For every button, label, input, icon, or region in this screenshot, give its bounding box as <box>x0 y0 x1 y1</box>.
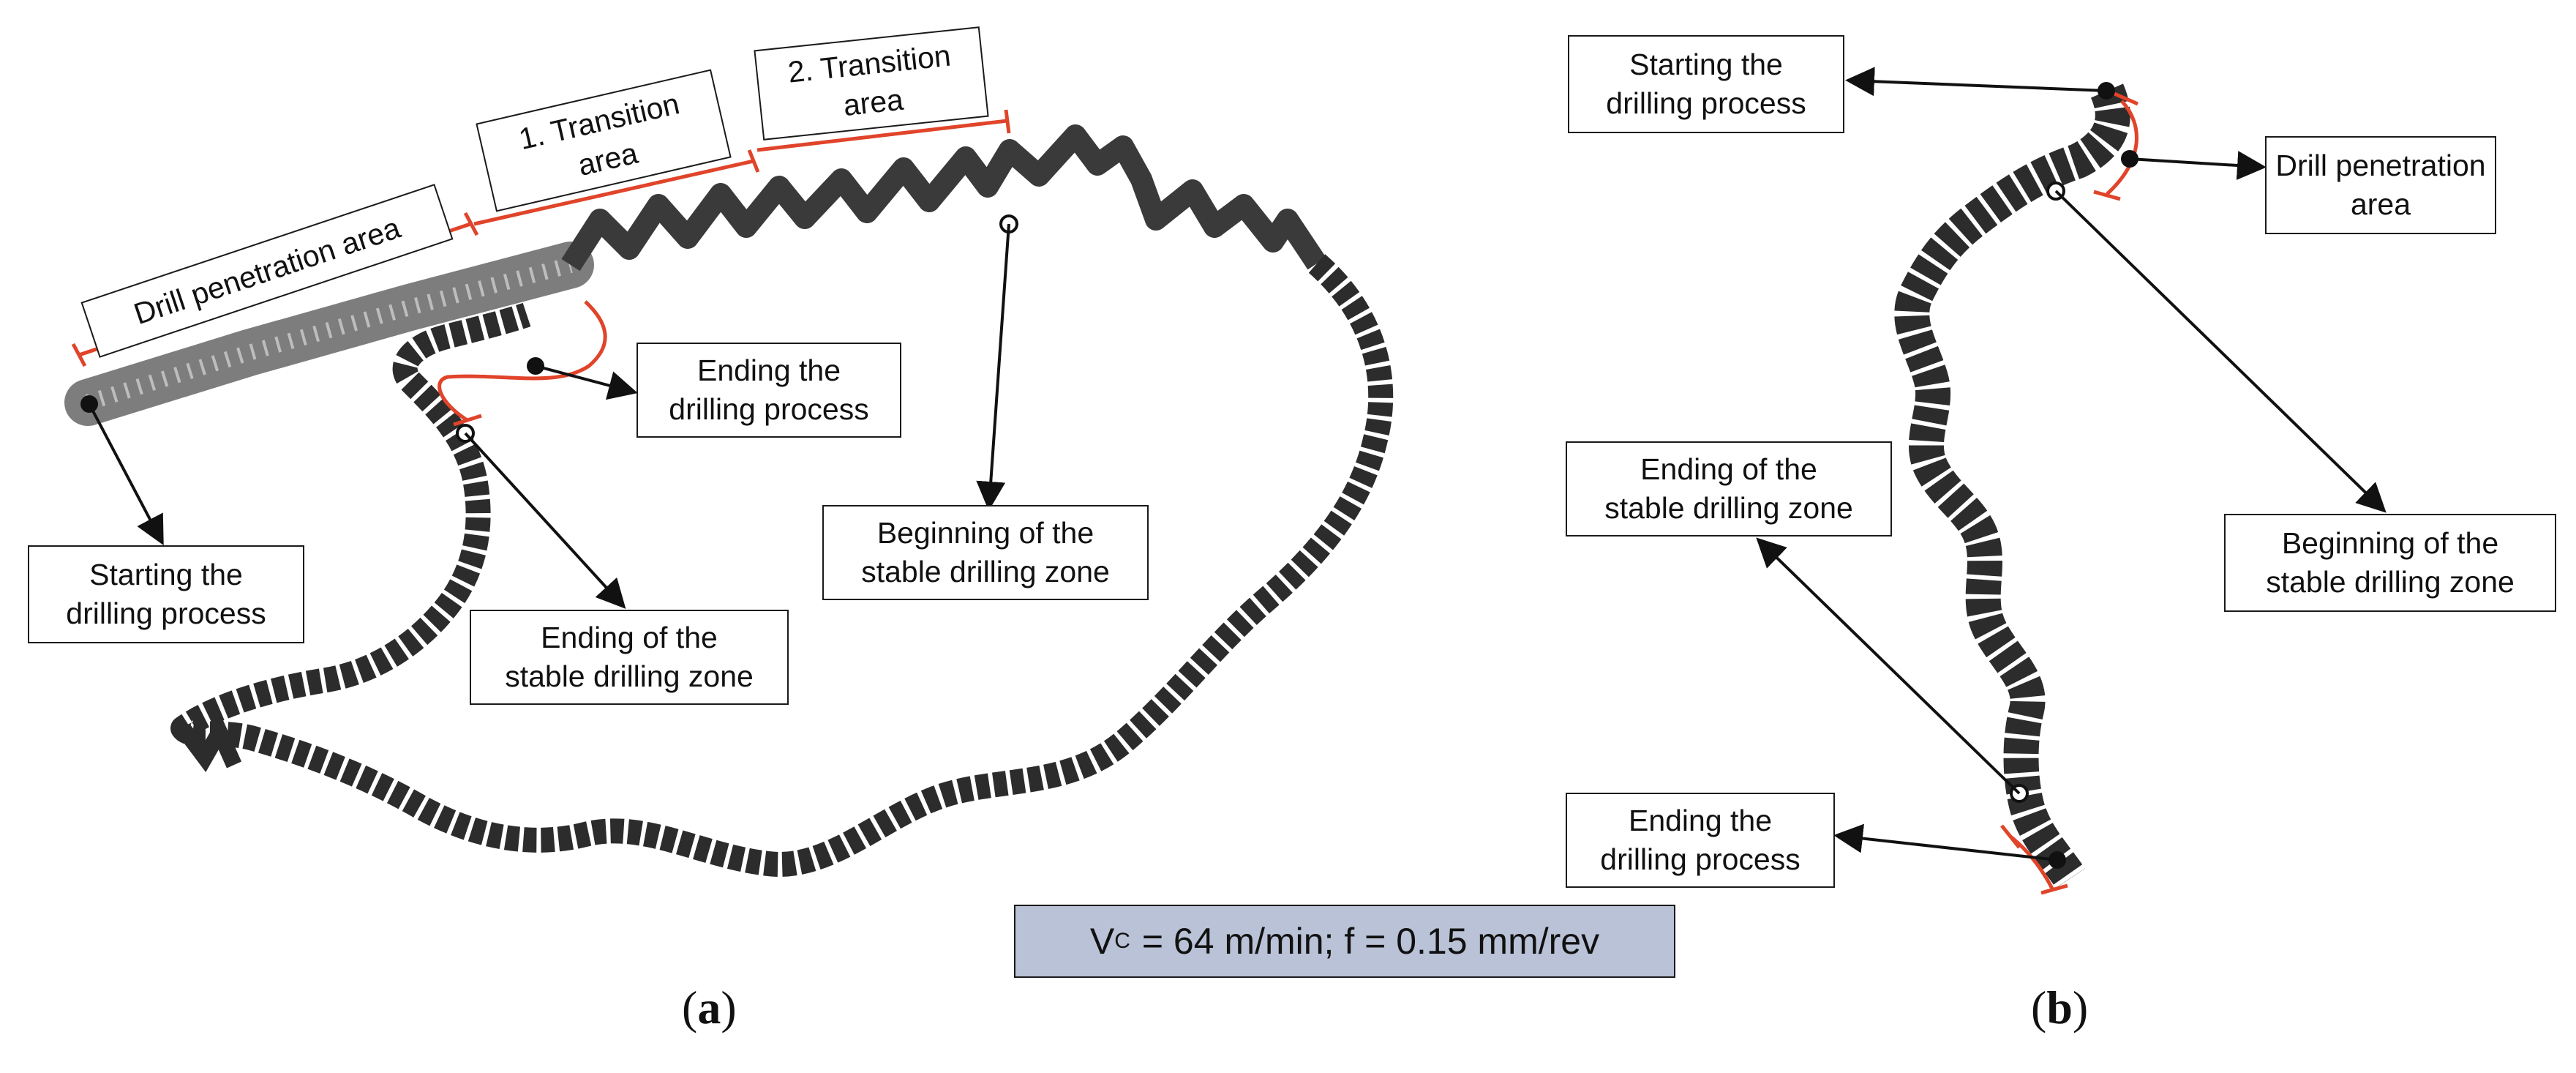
panel-letter-b: (b) <box>2031 982 2089 1033</box>
chip-panel-b-body <box>1894 83 2130 889</box>
label-ending-stable-a: Ending of the stable drilling zone <box>470 610 789 705</box>
chip-stable-section <box>170 254 1394 877</box>
chip-transition-section <box>561 124 1326 272</box>
panel-letter-a: (a) <box>682 982 737 1033</box>
label-starting-drilling-b: Starting the drilling process <box>1568 35 1844 133</box>
caption-text: = 64 m/min; f = 0.15 mm/rev <box>1131 921 1600 962</box>
label-beginning-stable-a: Beginning of the stable drilling zone <box>822 505 1149 600</box>
arrows-panel-b <box>1756 67 2387 861</box>
caption-v-symbol: V <box>1089 921 1115 962</box>
caption-v-subscript: C <box>1114 929 1130 953</box>
arrows-panel-a <box>88 223 1010 609</box>
label-ending-drilling-a: Ending the drilling process <box>637 343 901 438</box>
brackets-panel-b <box>2000 91 2139 895</box>
label-ending-stable-b: Ending of the stable drilling zone <box>1566 441 1892 536</box>
label-drill-penetration-b: Drill penetration area <box>2265 136 2496 234</box>
chip-panel-a <box>64 124 1394 877</box>
chip-panel-b <box>1894 83 2130 889</box>
label-beginning-stable-b: Beginning of the stable drilling zone <box>2224 514 2556 612</box>
label-starting-drilling-a: Starting the drilling process <box>28 545 304 643</box>
label-ending-drilling-b: Ending the drilling process <box>1566 793 1835 888</box>
